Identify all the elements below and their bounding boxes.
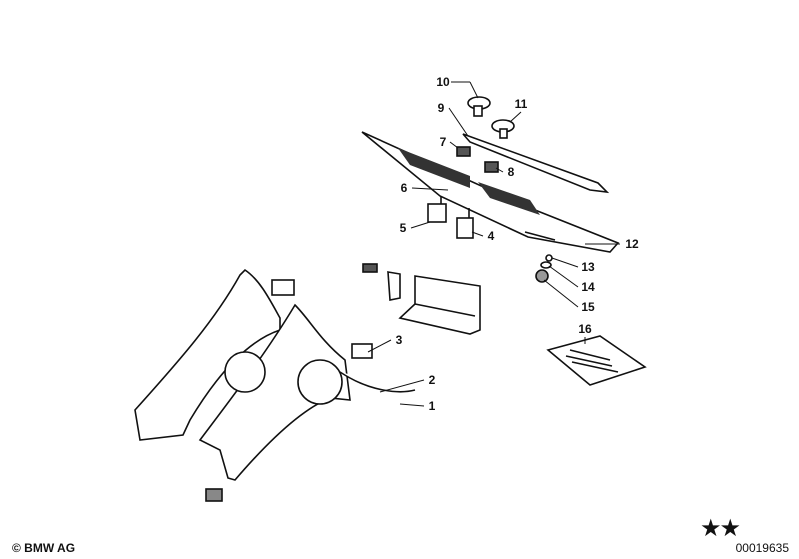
callout-6: 6 — [400, 181, 408, 195]
top-strip — [462, 133, 610, 194]
speaker-housing — [134, 268, 416, 481]
tray — [398, 275, 481, 335]
callout-14: 14 — [581, 280, 595, 294]
nut — [535, 269, 549, 283]
callout-9: 9 — [437, 101, 445, 115]
washer — [540, 261, 552, 269]
clip — [456, 146, 471, 157]
callout-2: 2 — [428, 373, 436, 387]
callout-12: 12 — [625, 237, 639, 251]
mat — [546, 335, 647, 386]
knob — [467, 96, 515, 139]
callout-8: 8 — [507, 165, 515, 179]
bracket — [362, 263, 401, 301]
callout-1: 1 — [428, 399, 436, 413]
callout-16: 16 — [578, 322, 592, 336]
callout-7: 7 — [439, 135, 447, 149]
cover-panel — [361, 131, 620, 253]
switch — [427, 196, 474, 239]
callout-15: 15 — [581, 300, 595, 314]
nut-plate — [205, 488, 223, 502]
stars-mark: ★★ — [700, 515, 741, 542]
clip-plate — [351, 343, 373, 359]
clip-plate — [271, 279, 295, 296]
callout-5: 5 — [399, 221, 407, 235]
clip — [484, 161, 499, 173]
image-number: 00019635 — [735, 541, 789, 555]
callout-4: 4 — [487, 229, 495, 243]
callout-10: 10 — [436, 75, 450, 89]
callout-13: 13 — [581, 260, 595, 274]
copyright: © BMW AG — [12, 541, 76, 555]
callout-11: 11 — [514, 97, 528, 111]
spring — [545, 254, 553, 262]
leader-lines — [367, 81, 620, 407]
callout-3: 3 — [395, 333, 403, 347]
